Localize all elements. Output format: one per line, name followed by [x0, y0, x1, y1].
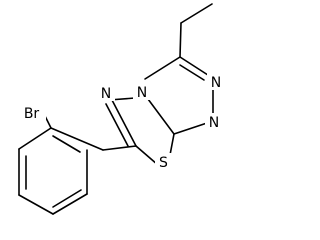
bond-aryl-double-3 [52, 135, 81, 153]
bond-aryl-c2-c3 [18, 127, 52, 150]
nitrogen-atom-right-upper: N [211, 75, 221, 91]
bond-aryl-c4-c5 [18, 194, 54, 215]
bond-c6-aryl [102, 145, 137, 151]
bond-c3-n2-double [179, 56, 212, 78]
bond-n5-c6-double-inner [105, 103, 129, 147]
nitrogen-atom-top: N [137, 85, 147, 101]
bond-c3-n4 [144, 56, 181, 80]
bond-c8a-n4 [144, 94, 175, 135]
bond-n5-c6-double [111, 99, 137, 147]
bond-aryl-double-2 [52, 189, 82, 208]
bond-ethyl-ch2-c3 [179, 22, 182, 58]
bond-ethyl-ch3-ch2 [180, 3, 213, 24]
bromophenyl-ring [18, 127, 104, 215]
thiadiazole-ring [105, 97, 175, 166]
bromine-atom: Br [24, 106, 40, 122]
chemical-structure-diagram: Br N N N N S [17, 3, 225, 215]
nitrogen-atom-right-lower: N [209, 115, 219, 131]
nitrogen-atom-left: N [101, 86, 111, 102]
bond-aryl-c1-c2 [50, 127, 104, 151]
triazole-ring [144, 56, 214, 135]
bond-aryl-c5-c6 [52, 193, 88, 215]
bond-c3-n2-double-inner [179, 64, 205, 81]
bond-s-c8a [169, 133, 175, 156]
sulfur-atom: S [159, 155, 168, 171]
bond-c6-s [135, 145, 159, 166]
atom-labels: Br N N N N S [17, 73, 225, 171]
ethyl-group [179, 3, 213, 58]
